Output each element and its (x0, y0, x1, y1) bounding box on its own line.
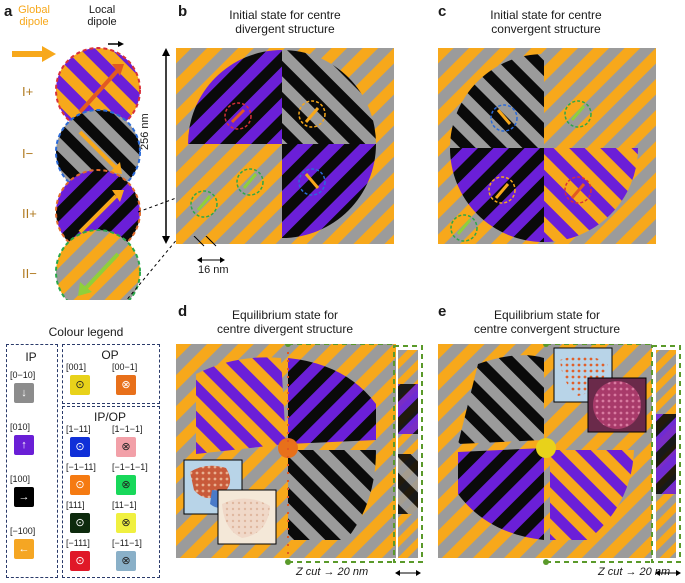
scale-marker (193, 236, 225, 263)
legend-ipop-3-label: [−1−1−1] (112, 462, 148, 472)
legend-ipop-6-swatch: ⊙ (70, 551, 90, 571)
legend-ipop-2-swatch: ⊙ (70, 475, 90, 495)
panel-d-zcut-arrow (395, 570, 421, 576)
size-label: 256 nm (139, 113, 151, 150)
panel-e-letter: e (438, 303, 447, 320)
scale-label: 16 nm (198, 264, 229, 276)
panel-e-zcut: Z cut → 20 nm (598, 566, 671, 578)
size-bracket (162, 48, 170, 244)
symbol-2: I− (22, 146, 34, 161)
symbol-1: I+ (22, 84, 34, 99)
panel-e-zcut-arrow (655, 570, 681, 576)
legend-ipop-title: IP/OP (93, 410, 126, 424)
legend-ipop-1-swatch: ⊗ (116, 437, 136, 457)
panel-b-letter: b (178, 3, 188, 20)
panel-a-letter: a (4, 3, 13, 20)
global-dipole-label: Global dipole (18, 4, 50, 28)
legend-ipop-0-swatch: ⊙ (70, 437, 90, 457)
panel-d-graphic (176, 344, 423, 565)
legend-ip-0-swatch: ↓ (14, 383, 34, 403)
legend-ip-2-label: [100] (10, 474, 31, 484)
symbol-4: II− (22, 266, 37, 281)
panel-b-title: Initial state for centre divergent struc… (229, 8, 341, 36)
legend-op-0-swatch: ⊙ (70, 375, 90, 395)
legend-op-1-swatch: ⊗ (116, 375, 136, 395)
legend-ipop-5-swatch: ⊗ (116, 513, 136, 533)
legend-ipop-1-label: [1−1−1] (112, 424, 143, 434)
legend-ip-box (6, 344, 58, 578)
panel-a-graphic (12, 41, 180, 300)
legend-ip-1-label: [010] (10, 422, 31, 432)
legend-ip-3-label: [−100] (10, 526, 36, 536)
legend-title: Colour legend (48, 325, 124, 339)
symbol-3: II+ (22, 206, 37, 221)
legend-ip-3-swatch: ← (14, 539, 34, 559)
panel-c-letter: c (438, 3, 447, 20)
panel-b-graphic (176, 48, 394, 244)
legend-ipop-4-swatch: ⊙ (70, 513, 90, 533)
legend-ipop-3-swatch: ⊗ (116, 475, 136, 495)
legend-ipop-4-label: [111] (66, 500, 85, 510)
legend-op-title: OP (101, 348, 119, 362)
legend-ip-1-swatch: ↑ (14, 435, 34, 455)
legend-ipop-box (62, 406, 160, 578)
panel-c-graphic (438, 48, 656, 244)
panel-d-zcut: Z cut → 20 nm (296, 566, 369, 578)
disc-4 (55, 229, 141, 300)
panel-c-title: Initial state for centre convergent stru… (490, 8, 602, 36)
legend-ip-title: IP (25, 350, 37, 364)
legend-ipop-6-label: [−111] (66, 538, 90, 548)
panel-e-title: Equilibrium state for centre convergent … (473, 308, 621, 336)
legend-ipop-5-label: [11−1] (112, 500, 137, 510)
panel-d-title: Equilibrium state for centre divergent s… (216, 308, 354, 336)
legend-op-box (62, 344, 160, 404)
legend-ipop-0-label: [1−11] (66, 424, 91, 434)
legend-ipop-7-swatch: ⊗ (116, 551, 136, 571)
legend-ipop-2-label: [−1−11] (66, 462, 96, 472)
legend-op-1-label: [00−1] (112, 362, 138, 372)
local-dipole-label: Local dipole (87, 4, 117, 28)
legend-op-0-label: [001] (66, 362, 87, 372)
legend-ipop-7-label: [−11−1] (112, 538, 142, 548)
panel-d-letter: d (178, 303, 188, 320)
panel-e-graphic (438, 344, 681, 565)
legend-ip-2-swatch: → (14, 487, 34, 507)
legend-ip-0-label: [0−10] (10, 370, 36, 380)
